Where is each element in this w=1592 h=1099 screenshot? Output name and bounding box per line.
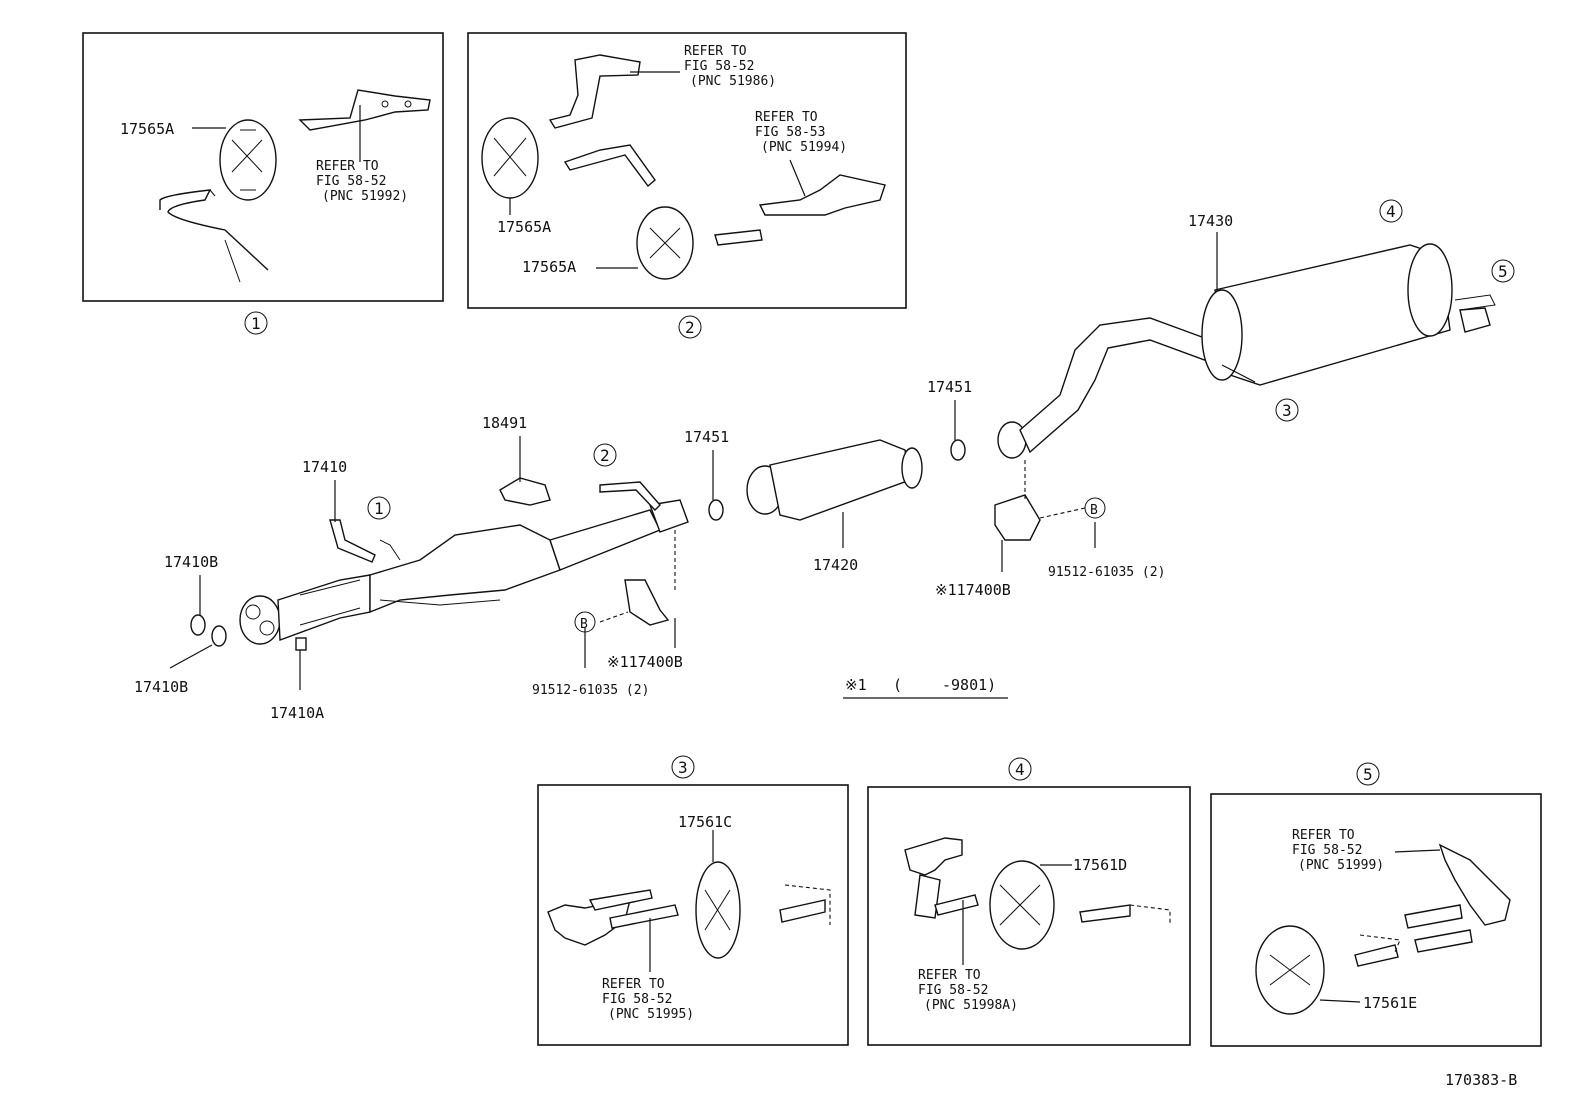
callout-5-main: 5 <box>1491 259 1515 283</box>
label-17420: 17420 <box>813 556 858 574</box>
label-117400B-rear: ※117400B <box>935 581 1011 599</box>
refer-note-box4: REFER TO FIG 58-52 (PNC 51998A) <box>918 968 1018 1013</box>
label-18491: 18491 <box>482 414 527 432</box>
tail-pipe-17430 <box>997 243 1496 459</box>
svg-text:-9801): -9801) <box>942 676 996 694</box>
rear-hanger-bracket <box>994 494 1041 541</box>
hanger-rubber-17565A-box1 <box>219 119 277 201</box>
gasket-17451-rear <box>950 439 966 461</box>
callout-3-box: 3 <box>671 755 695 779</box>
label-91512-rear: 91512-61035 (2) <box>1048 565 1165 580</box>
detail-box-2: REFER TO FIG 58-52 (PNC 51986) REFER TO … <box>467 32 907 309</box>
label-17451-rear: 17451 <box>927 378 972 396</box>
hanger-rubber-17561D <box>989 860 1055 950</box>
refer-note-box5: REFER TO FIG 58-52 (PNC 51999) <box>1292 828 1384 873</box>
svg-text:5: 5 <box>1363 765 1373 784</box>
gasket-17410B-b <box>211 625 227 647</box>
hanger-rubber-17565A-a <box>481 117 539 199</box>
label-17565A-box1: 17565A <box>120 120 174 138</box>
label-17451-front: 17451 <box>684 428 729 446</box>
svg-text:5: 5 <box>1498 262 1508 281</box>
label-17561E: 17561E <box>1363 994 1417 1012</box>
refer-note-box2a: REFER TO FIG 58-52 (PNC 51986) <box>684 44 776 89</box>
svg-text:1: 1 <box>374 499 384 518</box>
callout-3-main: 3 <box>1275 398 1299 422</box>
refer-note-box2b: REFER TO FIG 58-53 (PNC 51994) <box>755 110 847 155</box>
callout-2-box: 2 <box>678 315 702 339</box>
detail-box-4: 17561D REFER TO FIG 58-52 (PNC 51998A) <box>867 786 1191 1046</box>
label-17410A: 17410A <box>270 704 324 722</box>
label-17410B-top: 17410B <box>164 553 218 571</box>
gasket-17451-front <box>708 499 724 521</box>
label-17561D: 17561D <box>1073 856 1127 874</box>
label-17410: 17410 <box>302 458 347 476</box>
svg-text:4: 4 <box>1015 760 1025 779</box>
bracket-box1 <box>298 89 431 131</box>
applicability-note: ※1 ( -9801) <box>843 676 1008 699</box>
label-17565A-box2a: 17565A <box>497 218 551 236</box>
svg-text:3: 3 <box>678 758 688 777</box>
callout-1-main: 1 <box>367 496 391 520</box>
refer-note-box1: REFER TO FIG 58-52 (PNC 51992) <box>316 159 408 204</box>
callout-4-box: 4 <box>1008 757 1032 781</box>
front-hanger-bracket <box>624 579 670 626</box>
front-pipe-catalytic-converter <box>239 481 689 645</box>
label-17561C: 17561C <box>678 813 732 831</box>
svg-text:※1: ※1 <box>845 676 867 694</box>
detail-box-1: 17565A REFER TO FIG 58-52 (PNC 51992) <box>82 32 444 302</box>
callout-4-main: 4 <box>1379 199 1403 223</box>
svg-text:(: ( <box>893 676 902 694</box>
gasket-17410B-a <box>190 614 206 636</box>
callout-B-front: B <box>574 611 596 633</box>
callout-5-box: 5 <box>1356 762 1380 786</box>
svg-text:2: 2 <box>600 446 610 465</box>
svg-text:3: 3 <box>1282 401 1292 420</box>
callout-B-rear: B <box>1084 497 1106 519</box>
figure-id: 170383-B <box>1445 1071 1517 1089</box>
label-117400B-front: ※117400B <box>607 653 683 671</box>
label-91512-front: 91512-61035 (2) <box>532 683 649 698</box>
svg-text:1: 1 <box>251 314 261 333</box>
label-17410B-bottom: 17410B <box>134 678 188 696</box>
callout-2-main: 2 <box>593 443 617 467</box>
center-muffler-17420 <box>746 439 923 521</box>
bracket-18491 <box>499 477 551 506</box>
detail-box-5: 17561E REFER TO FIG 58-52 (PNC 51999) <box>1210 793 1542 1047</box>
detail-box-3: 17561C REFER TO FIG 58-52 (PNC 51995) <box>537 784 849 1046</box>
svg-text:4: 4 <box>1386 202 1396 221</box>
svg-text:B: B <box>1090 503 1098 518</box>
svg-text:2: 2 <box>685 318 695 337</box>
svg-text:B: B <box>580 617 588 632</box>
nut-17410A <box>295 637 307 651</box>
callout-1-box: 1 <box>244 311 268 335</box>
refer-note-box3: REFER TO FIG 58-52 (PNC 51995) <box>602 977 694 1022</box>
label-17430: 17430 <box>1188 212 1233 230</box>
label-17565A-box2b: 17565A <box>522 258 576 276</box>
